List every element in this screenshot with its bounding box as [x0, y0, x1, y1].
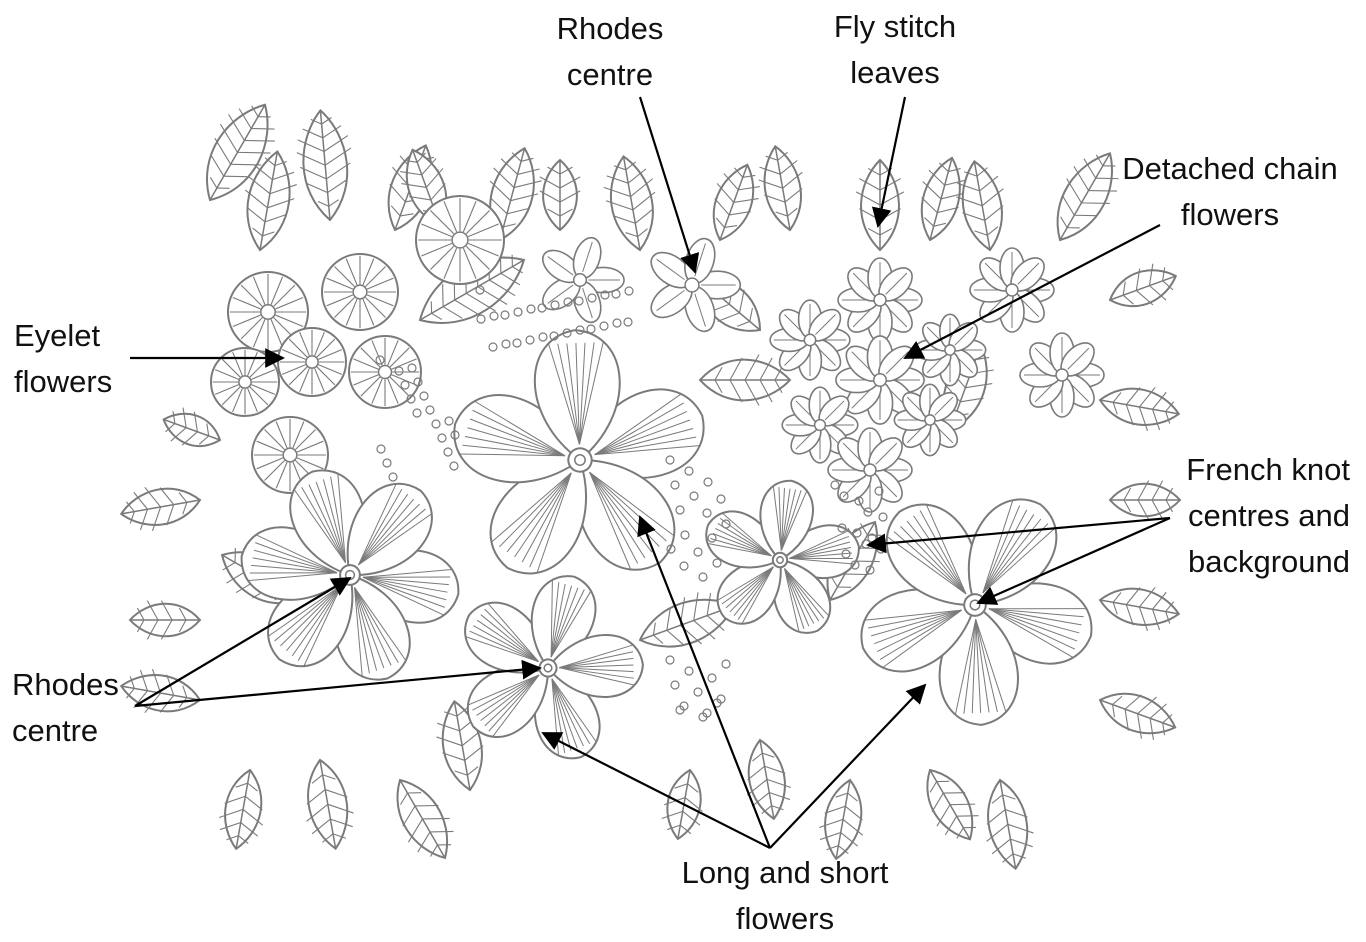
french-knot	[704, 478, 712, 486]
french-knot	[624, 318, 632, 326]
french-knot	[703, 509, 711, 517]
french-knot	[526, 336, 534, 344]
french-knot	[527, 305, 535, 313]
french-knot	[685, 467, 693, 475]
french-knot	[587, 325, 595, 333]
leaf	[379, 768, 465, 870]
leaf	[738, 736, 795, 822]
french-knot	[708, 674, 716, 682]
detached-chain-flower	[537, 234, 624, 326]
eyelet-flower	[416, 196, 504, 284]
french-knot	[676, 506, 684, 514]
leaf	[1092, 679, 1182, 748]
leaf	[951, 157, 1014, 254]
detached-chain-flower	[914, 314, 985, 385]
french-knot	[432, 420, 440, 428]
french-knot	[502, 340, 510, 348]
french-knot	[681, 531, 689, 539]
french-knot	[666, 656, 674, 664]
detached-chain-flower	[770, 300, 850, 380]
arrow-rhodes-centre-top	[640, 97, 695, 272]
label-eyelet-flowers: Eyeletflowers	[14, 313, 174, 405]
french-knot	[539, 333, 547, 341]
detached-chain-flower	[894, 384, 965, 455]
french-knot	[879, 513, 887, 521]
french-knot	[694, 688, 702, 696]
french-knot	[438, 434, 446, 442]
french-knot	[514, 308, 522, 316]
long-short-flower	[222, 444, 478, 705]
french-knot	[383, 459, 391, 467]
leaf	[856, 160, 904, 250]
detached-chain-flower	[1020, 333, 1104, 417]
leaf	[911, 759, 989, 850]
detached-chain-flower	[970, 248, 1054, 332]
french-knot	[600, 322, 608, 330]
french-knot	[377, 445, 385, 453]
french-knot	[490, 312, 498, 320]
french-knot	[694, 548, 702, 556]
french-knot	[685, 667, 693, 675]
leaf	[117, 478, 203, 535]
french-knot	[501, 311, 509, 319]
leaf	[700, 355, 790, 406]
french-knot	[420, 392, 428, 400]
label-rhodes-centre-top: Rhodescentre	[525, 6, 695, 98]
leaf	[1096, 378, 1182, 435]
leaf	[297, 756, 360, 853]
french-knot	[831, 481, 839, 489]
french-knot	[450, 462, 458, 470]
french-knot	[489, 343, 497, 351]
french-knot	[625, 287, 633, 295]
french-knot	[413, 409, 421, 417]
leaf	[977, 776, 1040, 873]
flowers-layer	[211, 196, 1124, 791]
french-knot	[612, 290, 620, 298]
french-knot	[445, 417, 453, 425]
french-knot	[722, 660, 730, 668]
eyelet-flower	[278, 328, 346, 396]
eyelet-flower	[322, 254, 398, 330]
detached-chain-flower	[828, 428, 912, 512]
leaf	[293, 108, 357, 222]
leaf	[130, 601, 200, 640]
leaf	[540, 160, 580, 230]
french-knot	[444, 448, 452, 456]
french-knot	[513, 339, 521, 347]
leaf	[1096, 578, 1182, 635]
arrow-long-short-1	[543, 733, 770, 848]
french-knot	[717, 495, 725, 503]
label-long-and-short-flowers: Long and shortflowers	[640, 850, 930, 942]
leaf	[158, 403, 227, 457]
french-knot	[671, 481, 679, 489]
french-knot	[671, 681, 679, 689]
french-knot	[613, 319, 621, 327]
french-knot	[538, 304, 546, 312]
french-knot	[699, 573, 707, 581]
detached-chain-flower	[838, 258, 922, 342]
french-knot	[680, 562, 688, 570]
french-knot	[690, 492, 698, 500]
leaf	[599, 152, 664, 254]
french-knot	[477, 315, 485, 323]
french-knot	[426, 406, 434, 414]
leaf	[699, 157, 768, 247]
leaf	[753, 142, 811, 233]
leaf	[214, 766, 271, 852]
french-knot	[713, 559, 721, 567]
leaf	[1103, 258, 1182, 318]
french-knot	[389, 473, 397, 481]
